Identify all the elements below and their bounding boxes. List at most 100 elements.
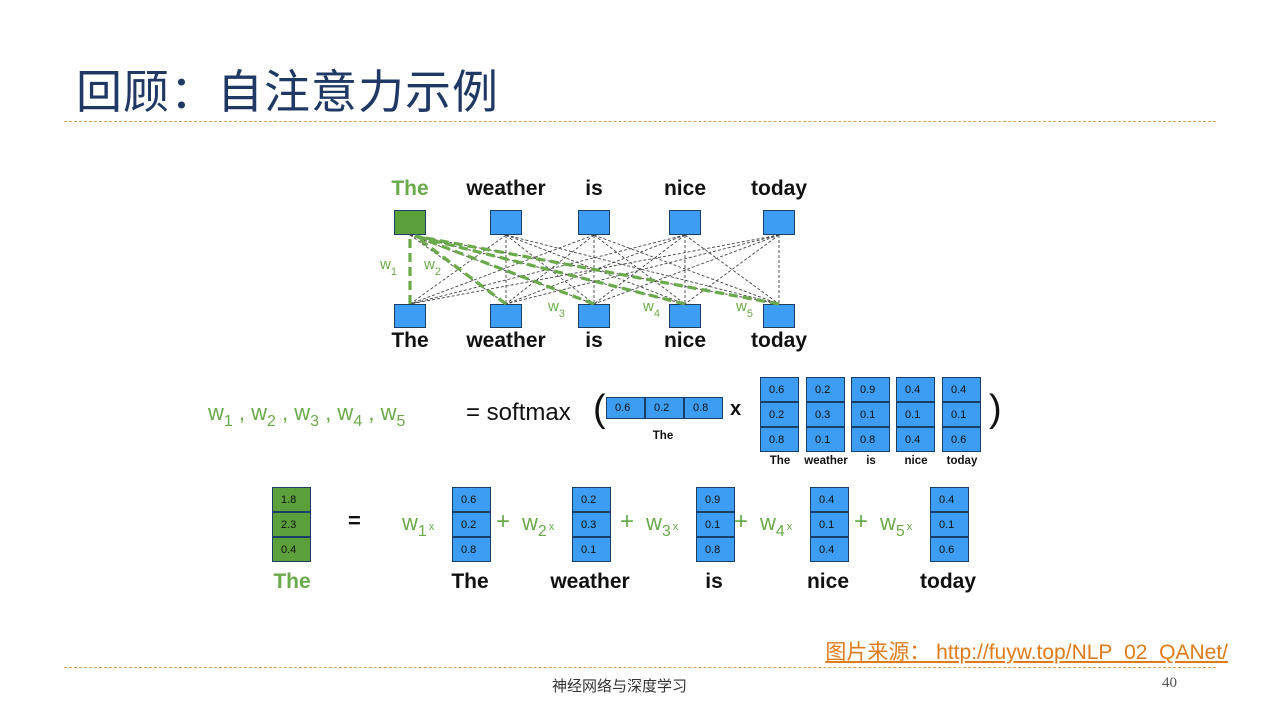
equals-sign: =	[348, 508, 361, 533]
value-cell: 0.2	[452, 512, 491, 537]
result-cell: 1.8	[272, 487, 311, 512]
weight-index: 2	[537, 523, 547, 540]
value-cell: 0.3	[572, 512, 611, 537]
top-word-4: today	[750, 177, 808, 200]
key-cell: 0.8	[760, 427, 799, 452]
attention-weight-link	[414, 234, 595, 306]
bottom-word-1: weather	[466, 329, 546, 352]
top-node	[490, 210, 522, 235]
times-small: x	[672, 521, 679, 533]
weight-index: 2	[434, 266, 441, 278]
weight-letter: w	[380, 256, 391, 273]
weight-index: 2	[267, 413, 276, 430]
key-cell: 0.6	[942, 427, 981, 452]
times-small: x	[428, 521, 435, 533]
value-cell: 0.1	[810, 512, 849, 537]
weight-letter: w	[337, 400, 354, 425]
weight-letter: w	[880, 510, 896, 535]
weight-label-1: w1	[380, 256, 397, 278]
key-cell: 0.2	[806, 377, 845, 402]
plus-sign: +	[496, 508, 511, 535]
value-cell: 0.8	[452, 537, 491, 562]
bottom-word-4: today	[750, 329, 808, 352]
value-cell: 0.1	[930, 512, 969, 537]
weight-letter: w	[760, 510, 776, 535]
times-small: x	[906, 521, 913, 533]
attention-weight-link	[414, 234, 780, 306]
weight-index: 4	[775, 523, 785, 540]
value-label-2: is	[705, 570, 723, 593]
value-cell: 0.6	[930, 537, 969, 562]
top-node	[669, 210, 701, 235]
attention-link	[409, 234, 595, 305]
key-cell: 0.9	[851, 377, 890, 402]
key-cell: 0.1	[806, 427, 845, 452]
query-label: The	[652, 430, 674, 442]
attention-link	[593, 234, 780, 305]
key-label-3: nice	[904, 455, 928, 467]
comma: ,	[319, 400, 338, 425]
value-cell: 0.2	[572, 487, 611, 512]
attention-link	[684, 234, 780, 305]
result-label: The	[273, 570, 311, 593]
value-cell: 0.9	[696, 487, 735, 512]
attention-weight-link	[414, 234, 507, 306]
value-cell: 0.6	[452, 487, 491, 512]
bottom-word-2: is	[585, 329, 603, 352]
weight-letter: w	[380, 400, 397, 425]
times-small: x	[548, 521, 555, 533]
key-label-0: The	[769, 455, 791, 467]
query-cell: 0.8	[684, 397, 723, 419]
value-label-1: weather	[550, 570, 630, 593]
slide-title: 回顾：自注意力示例	[76, 65, 499, 119]
value-label-3: nice	[806, 570, 850, 593]
attention-link	[409, 234, 595, 305]
image-source-link[interactable]: 图片来源： http://fuyw.top/NLP_02_QANet/	[825, 641, 1228, 664]
softmax-label: = softmax	[466, 399, 571, 426]
key-cell: 0.3	[806, 402, 845, 427]
weight-index: 1	[390, 266, 397, 278]
top-word-3: nice	[663, 177, 707, 200]
key-label-4: today	[946, 455, 978, 467]
value-label-0: The	[451, 570, 489, 593]
weight-label-2: w2	[424, 256, 441, 278]
key-cell: 0.4	[942, 377, 981, 402]
weight-index: 5	[746, 308, 753, 320]
weight-letter: w	[736, 298, 747, 315]
top-node	[394, 210, 426, 235]
key-cell: 0.8	[851, 427, 890, 452]
bottom-node	[763, 304, 795, 328]
close-paren: )	[989, 388, 1002, 430]
comma: ,	[232, 400, 252, 425]
weight-label-3: w3	[548, 298, 565, 320]
attention-link	[593, 234, 686, 305]
weight-index: 4	[653, 308, 660, 320]
weight-letter: w	[643, 298, 654, 315]
weight-index: 3	[558, 308, 565, 320]
bottom-word-3: nice	[663, 329, 707, 352]
plus-sign: +	[620, 508, 635, 535]
footer-course: 神经网络与深度学习	[552, 677, 688, 695]
result-cell: 2.3	[272, 512, 311, 537]
value-cell: 0.4	[810, 537, 849, 562]
weight-index: 4	[353, 413, 363, 430]
weights-list: w1 , w2 , w3 , w4 , w5	[208, 400, 405, 431]
weight-letter: w	[251, 400, 268, 425]
value-cell: 0.8	[696, 537, 735, 562]
plus-sign: +	[854, 508, 869, 535]
weight-index: 1	[223, 413, 233, 430]
value-cell: 0.1	[696, 512, 735, 537]
query-cell: 0.2	[645, 397, 684, 419]
weight-label-5: w5	[736, 298, 753, 320]
attention-link	[593, 234, 780, 305]
key-cell: 0.4	[896, 427, 935, 452]
value-cell: 0.4	[810, 487, 849, 512]
weight-index: 3	[661, 523, 671, 540]
comma: ,	[275, 400, 295, 425]
key-cell: 0.1	[942, 402, 981, 427]
key-cell: 0.1	[851, 402, 890, 427]
key-label-1: weather	[804, 455, 848, 467]
key-cell: 0.1	[896, 402, 935, 427]
